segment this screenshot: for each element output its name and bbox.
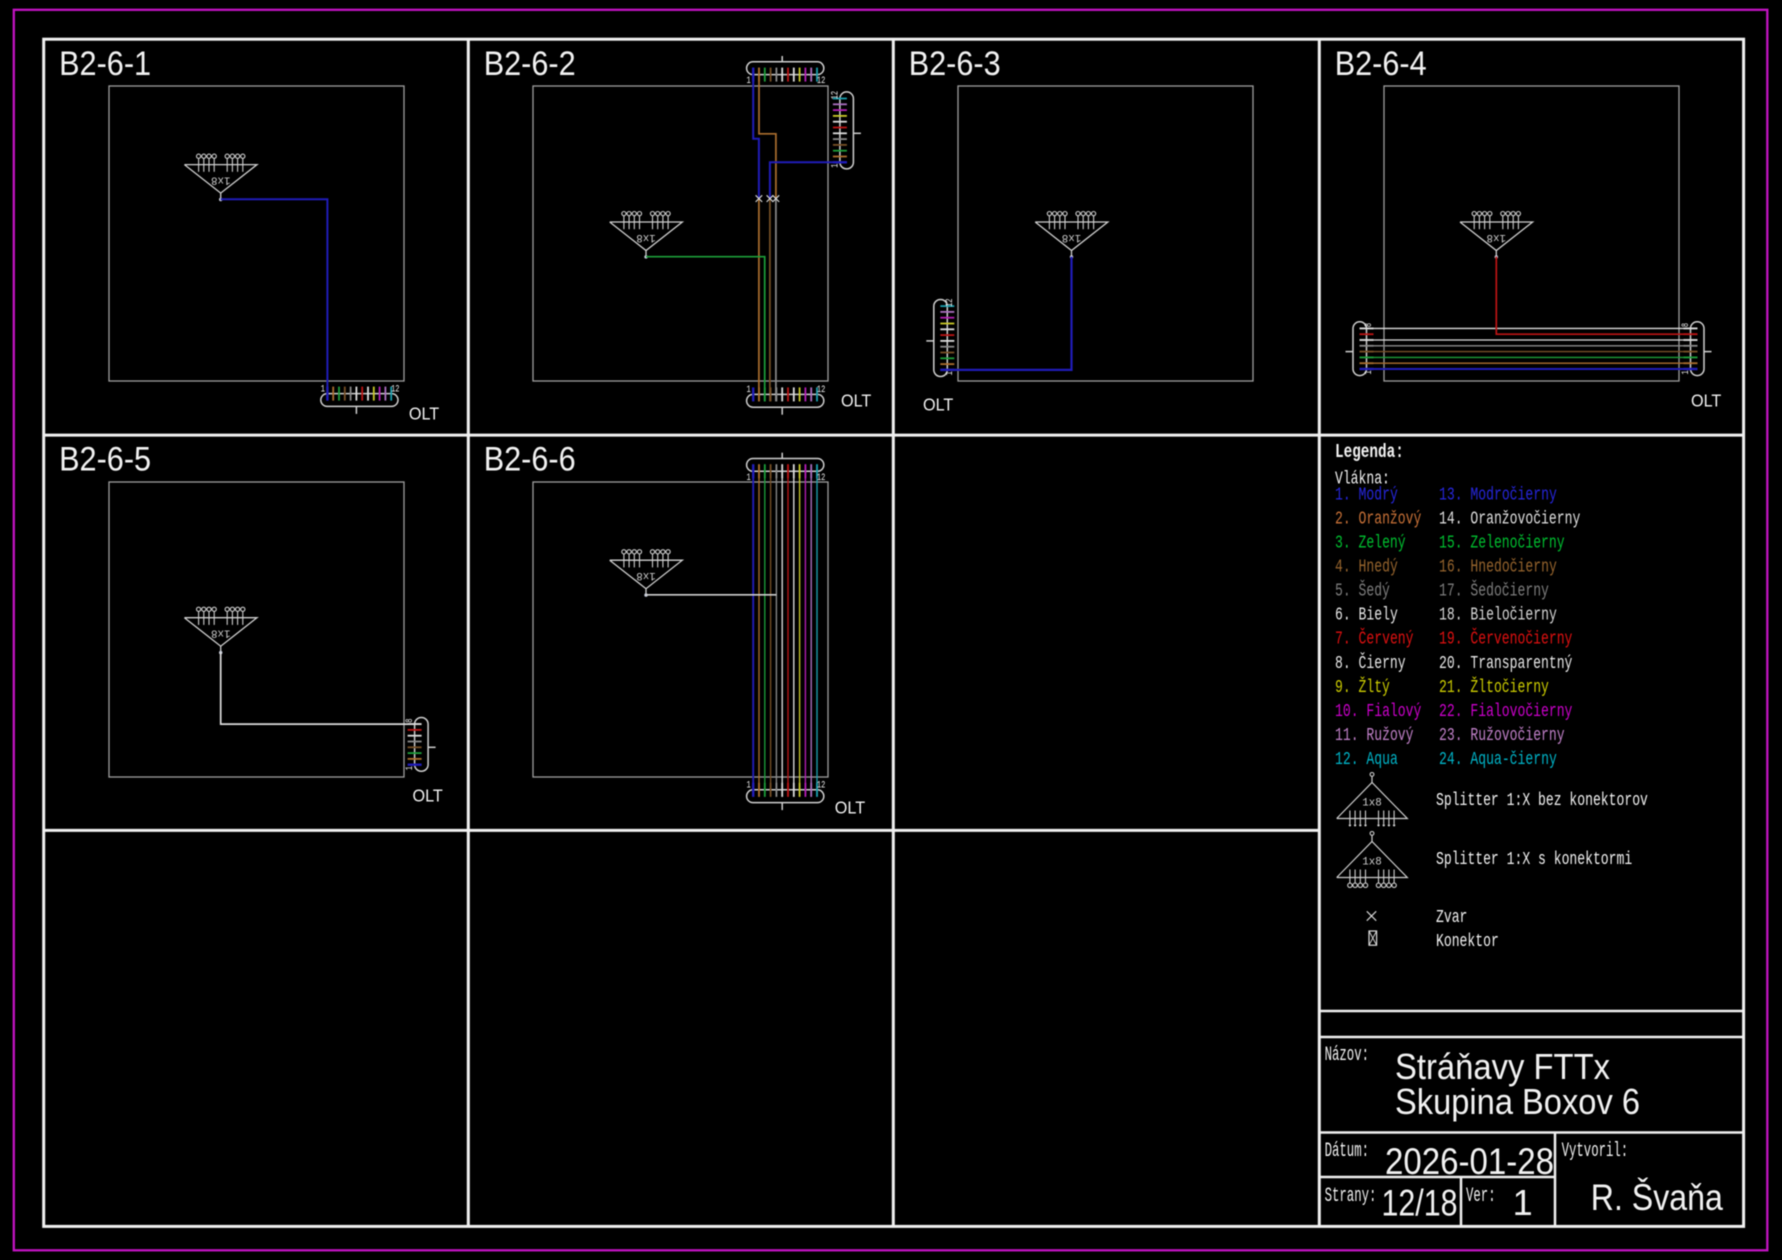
svg-text:Legenda:: Legenda: [1335,441,1404,463]
svg-text:Názov:: Názov: [1325,1044,1369,1067]
svg-text:B2-6-1: B2-6-1 [59,45,151,83]
svg-text:12: 12 [391,384,399,395]
svg-text:23. Ružovočierny: 23. Ružovočierny [1439,725,1565,746]
svg-text:B2-6-2: B2-6-2 [484,45,576,83]
svg-text:1x8: 1x8 [1487,231,1507,243]
svg-text:4. Hnedý: 4. Hnedý [1335,557,1398,578]
svg-text:B2-6-5: B2-6-5 [59,441,151,479]
svg-text:B2-6-4: B2-6-4 [1335,45,1427,83]
svg-text:1: 1 [747,385,751,396]
svg-text:12. Aqua: 12. Aqua [1335,749,1398,770]
svg-text:12: 12 [817,76,825,87]
svg-text:1: 1 [405,766,416,770]
svg-text:13. Modročierny: 13. Modročierny [1439,484,1557,505]
svg-text:24. Aqua-čierny: 24. Aqua-čierny [1439,749,1557,770]
svg-text:5. Šedý: 5. Šedý [1335,580,1390,602]
svg-text:20. Transparentný: 20. Transparentný [1439,653,1572,674]
svg-text:11. Ružový: 11. Ružový [1335,725,1414,746]
svg-text:1: 1 [1513,1182,1533,1223]
svg-text:Zvar: Zvar [1436,907,1467,928]
svg-text:17. Šedočierny: 17. Šedočierny [1439,580,1549,602]
svg-text:1x8: 1x8 [211,173,231,185]
svg-text:Vytvoril:: Vytvoril: [1562,1140,1629,1163]
svg-text:1x8: 1x8 [1362,797,1382,809]
svg-text:8: 8 [405,719,416,723]
svg-text:12: 12 [830,91,841,99]
svg-text:Splitter 1:X s konektormi: Splitter 1:X s konektormi [1436,849,1632,870]
svg-text:Skupina Boxov 6: Skupina Boxov 6 [1395,1081,1640,1122]
svg-text:3. Zelený: 3. Zelený [1335,533,1406,554]
svg-text:Splitter 1:X bez konektorov: Splitter 1:X bez konektorov [1436,790,1648,811]
svg-text:10. Fialový: 10. Fialový [1335,701,1421,722]
svg-text:Ver:: Ver: [1466,1185,1496,1208]
svg-text:Vlákna:: Vlákna: [1335,469,1390,490]
svg-text:1. Modrý: 1. Modrý [1335,484,1398,505]
svg-text:15. Zelenočierny: 15. Zelenočierny [1439,533,1565,554]
svg-text:21. Žltočierny: 21. Žltočierny [1439,676,1549,698]
svg-text:16. Hnedočierny: 16. Hnedočierny [1439,557,1557,578]
svg-text:8: 8 [1364,323,1375,327]
svg-text:R. Švaňa: R. Švaňa [1591,1177,1723,1218]
svg-text:1: 1 [1681,370,1692,374]
svg-text:OLT: OLT [1691,390,1722,410]
svg-text:22. Fialovočierny: 22. Fialovočierny [1439,701,1572,722]
svg-text:Dátum:: Dátum: [1325,1140,1369,1163]
svg-text:1: 1 [945,371,956,375]
svg-text:Stráňavy FTTx: Stráňavy FTTx [1395,1046,1610,1087]
svg-text:12: 12 [817,473,825,484]
svg-text:18. Bieločierny: 18. Bieločierny [1439,605,1557,626]
svg-text:2. Oranžový: 2. Oranžový [1335,508,1421,529]
svg-text:2026-01-28: 2026-01-28 [1385,1141,1554,1182]
svg-text:19. Červenočierny: 19. Červenočierny [1439,628,1572,650]
svg-text:9. Žltý: 9. Žltý [1335,676,1390,698]
svg-text:OLT: OLT [923,394,954,414]
svg-text:1: 1 [1364,370,1375,374]
svg-text:1: 1 [321,384,325,395]
svg-text:1x8: 1x8 [636,231,656,243]
svg-text:OLT: OLT [409,403,440,423]
svg-text:OLT: OLT [413,786,444,806]
svg-text:1x8: 1x8 [1062,231,1082,243]
svg-text:1: 1 [747,76,751,87]
svg-text:B2-6-6: B2-6-6 [484,441,576,479]
svg-text:OLT: OLT [841,391,872,411]
svg-text:1x8: 1x8 [211,627,231,639]
svg-text:1: 1 [747,473,751,484]
svg-text:12: 12 [817,781,825,792]
svg-text:B2-6-3: B2-6-3 [909,45,1001,83]
svg-text:Strany:: Strany: [1325,1185,1377,1208]
svg-text:Konektor: Konektor [1436,931,1499,952]
svg-text:12: 12 [945,299,956,307]
svg-text:7. Červený: 7. Červený [1335,628,1414,650]
svg-text:1x8: 1x8 [636,569,656,581]
svg-text:8. Čierny: 8. Čierny [1335,652,1406,674]
svg-text:6. Biely: 6. Biely [1335,605,1398,626]
svg-text:8: 8 [1681,323,1692,327]
svg-text:14. Oranžovočierny: 14. Oranžovočierny [1439,508,1580,529]
svg-text:1x8: 1x8 [1362,856,1382,868]
svg-text:1: 1 [747,781,751,792]
svg-text:OLT: OLT [835,798,866,818]
svg-text:12/18: 12/18 [1382,1182,1458,1223]
svg-text:1: 1 [830,164,841,168]
svg-text:12: 12 [817,385,825,396]
